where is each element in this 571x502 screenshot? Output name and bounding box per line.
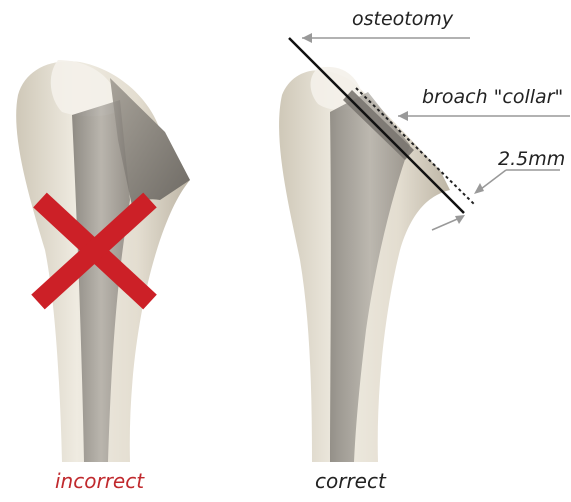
osteotomy-label: osteotomy [352, 10, 453, 29]
osteotomy-leader [302, 33, 470, 43]
correct-label: correct [315, 471, 386, 491]
broach-collar-leader [398, 111, 570, 121]
arrow-left-icon [302, 33, 312, 43]
dimension-label: 2.5mm [498, 150, 565, 169]
correct-bone [279, 67, 450, 462]
broach-collar-label: broach "collar" [422, 88, 563, 107]
arrow-left-icon [398, 111, 408, 121]
incorrect-label: incorrect [55, 471, 144, 491]
